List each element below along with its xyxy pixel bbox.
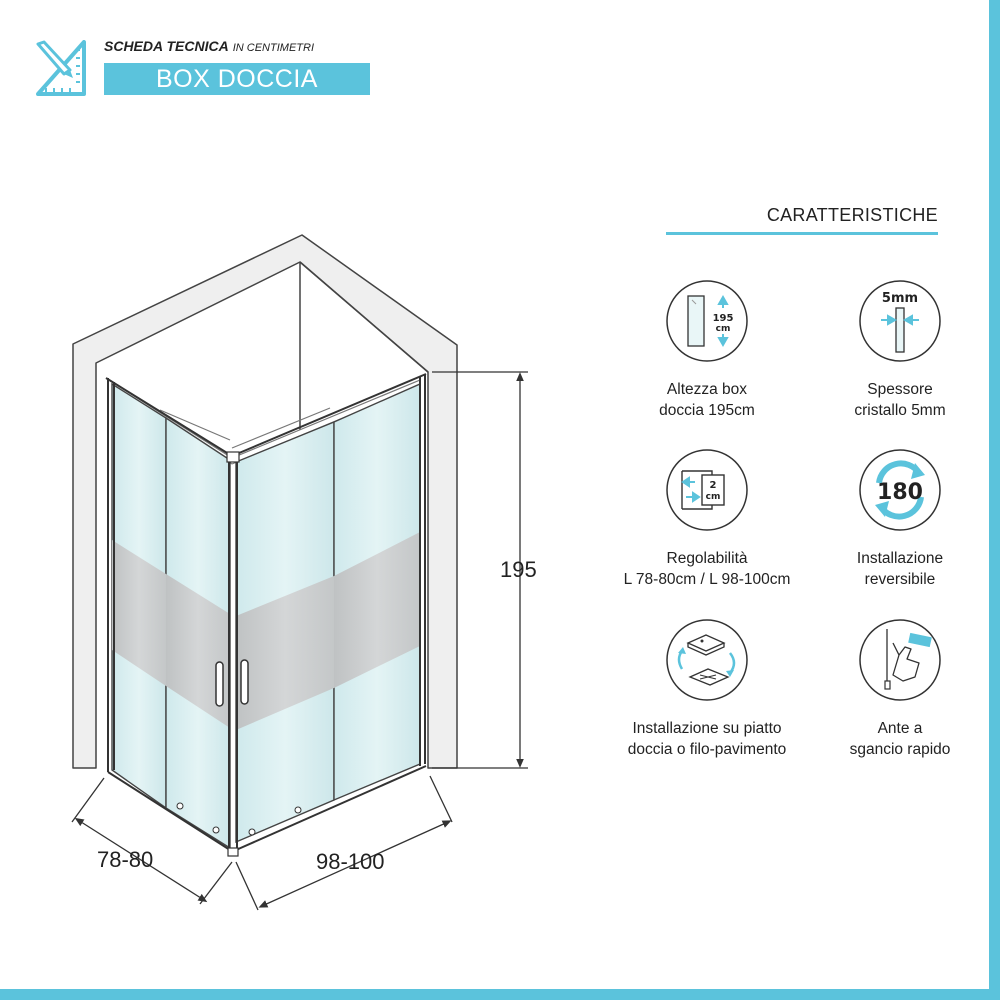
icon-text: 180 [877, 480, 923, 505]
feature-label-line: cristallo 5mm [854, 402, 946, 419]
height-icon: 195 cm [666, 280, 748, 362]
frame-border-right [989, 0, 1000, 1000]
wall-corner [72, 234, 458, 769]
icon-text: 195 [713, 313, 734, 324]
feature-tray-or-floor: Installazione su piatto doccia o filo-pa… [607, 619, 807, 760]
feature-label-line: Spessore [867, 381, 933, 398]
door-rollers [176, 802, 302, 836]
dimension-height: 195 [500, 557, 537, 582]
feature-adjustable-width: 2 cm Regolabilità L 78-80cm / L 98-100cm [607, 449, 807, 590]
feature-label-line: doccia 195cm [659, 402, 755, 419]
icon-text: cm [706, 492, 721, 502]
reversible-icon: 180 [859, 449, 941, 531]
ruler-pencil-icon [36, 40, 86, 96]
quick-release-icon [859, 619, 941, 701]
feature-label-line: Installazione [856, 550, 944, 567]
width-dimensions [71, 775, 453, 911]
feature-label: Ante a sgancio rapido [800, 718, 1000, 760]
height-dimension [432, 371, 528, 769]
page-title: BOX DOCCIA [156, 65, 318, 93]
feature-label-line: Ante a [877, 720, 923, 737]
tray-floor-icon [666, 619, 748, 701]
right-glass-panels [235, 382, 421, 844]
dimension-width-left: 78-80 [97, 847, 154, 872]
feature-label-line: doccia o filo-pavimento [627, 741, 787, 758]
feature-quick-release: Ante a sgancio rapido [800, 619, 1000, 760]
icon-text: 2 [710, 480, 717, 491]
glass-thickness-icon: 5mm [859, 280, 941, 362]
feature-label-line: L 78-80cm / L 98-100cm [623, 571, 791, 588]
features-title: CARATTERISTICHE [766, 205, 938, 225]
header-title-bar [104, 63, 370, 95]
adjustable-width-icon: 2 cm [666, 449, 748, 531]
header-subtitle-unit: IN CENTIMETRI [232, 42, 314, 54]
icon-text: 5mm [882, 291, 918, 306]
feature-label: Regolabilità L 78-80cm / L 98-100cm [607, 548, 807, 590]
feature-label-line: Installazione su piatto [632, 720, 782, 737]
door-handles [215, 659, 249, 707]
icon-text: cm [716, 324, 731, 334]
shower-box-drawing [71, 234, 528, 911]
feature-label: Installazione su piatto doccia o filo-pa… [607, 718, 807, 760]
feature-label-line: reversibile [864, 571, 936, 588]
feature-height: 195 cm Altezza box doccia 195cm [607, 280, 807, 421]
dimension-width-right: 98-100 [316, 849, 385, 874]
feature-label-line: sgancio rapido [849, 741, 951, 758]
features-title-underline [666, 232, 938, 235]
feature-label-line: Altezza box [666, 381, 748, 398]
left-glass-panels [111, 382, 231, 850]
frame-border-bottom [0, 989, 1000, 1000]
feature-glass-thickness: 5mm Spessore cristallo 5mm [800, 280, 1000, 421]
feature-label: Installazione reversibile [800, 548, 1000, 590]
feature-label-line: Regolabilità [666, 550, 748, 567]
feature-label: Spessore cristallo 5mm [800, 379, 1000, 421]
feature-reversible: 180 Installazione reversibile [800, 449, 1000, 590]
feature-label: Altezza box doccia 195cm [607, 379, 807, 421]
